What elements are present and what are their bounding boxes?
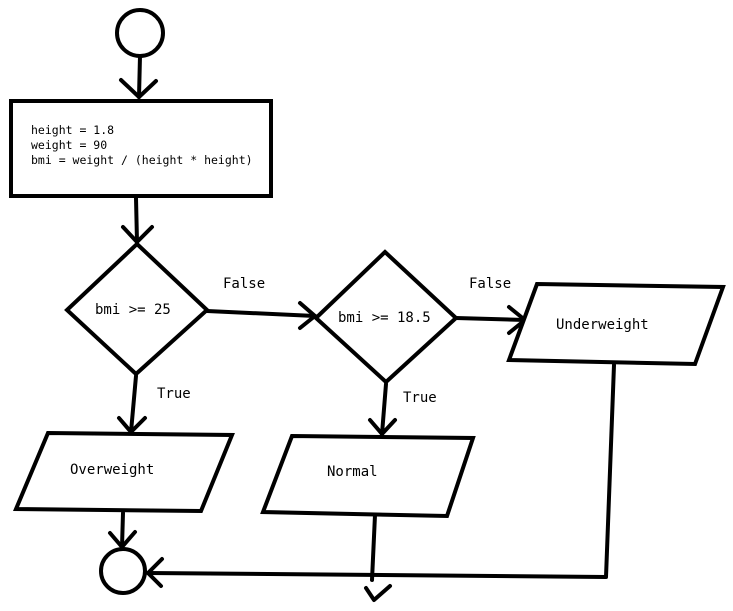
edge-label-decision-2-false: False <box>469 276 511 292</box>
output-overweight-label: Overweight <box>70 462 154 478</box>
edge-start-to-process <box>137 54 142 99</box>
decision-diamond-1 <box>64 241 210 377</box>
output-underweight <box>506 281 726 367</box>
start-node <box>115 8 165 58</box>
edge-decision-2-true <box>380 382 388 436</box>
output-overweight <box>13 430 235 514</box>
edge-label-decision-1-true: True <box>157 386 191 402</box>
arrowhead-normal-to-merge <box>364 584 392 602</box>
edge-underweight-to-end <box>146 363 616 579</box>
edge-label-decision-2-true: True <box>403 390 437 406</box>
arrowhead-overweight-to-end <box>108 530 137 549</box>
edge-decision-1-true <box>129 374 138 434</box>
output-normal-label: Normal <box>327 464 378 480</box>
edge-decision-1-false <box>205 309 317 318</box>
output-underweight-label: Underweight <box>556 317 649 333</box>
arrowhead-start-to-process <box>119 78 158 99</box>
arrowhead-decision-2-true <box>368 418 397 436</box>
arrowhead-underweight-to-end <box>146 557 164 588</box>
edge-label-decision-1-false: False <box>223 276 265 292</box>
process-line-2: weight = 90 <box>31 138 107 152</box>
end-node <box>99 547 147 595</box>
decision-diamond-2 <box>313 249 459 385</box>
output-normal <box>260 433 476 519</box>
edge-overweight-to-end <box>120 511 125 549</box>
arrowhead-decision-1-false <box>298 301 317 330</box>
nodes <box>9 8 726 595</box>
edge-process-to-decision-1 <box>134 196 139 244</box>
decision-1-label: bmi >= 25 <box>95 302 171 318</box>
edge-decision-2-false <box>454 316 527 322</box>
process-code: height = 1.8 weight = 90 bmi = weight / … <box>31 123 253 167</box>
process-line-1: height = 1.8 <box>31 123 114 137</box>
decision-2-label: bmi >= 18.5 <box>338 310 431 326</box>
connectors <box>108 54 616 602</box>
process-line-3: bmi = weight / (height * height) <box>31 153 253 167</box>
process-box <box>9 99 273 198</box>
edge-normal-to-merge <box>370 513 377 582</box>
